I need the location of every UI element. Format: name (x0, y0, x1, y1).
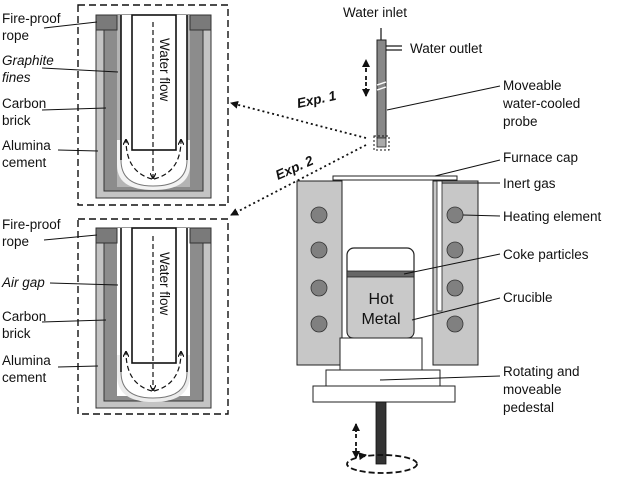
label-probe: Moveable (503, 78, 562, 93)
fireproof-rope-left (95, 227, 118, 244)
label-graphite-fines: Graphite (2, 53, 54, 68)
pedestal-top (325, 369, 441, 387)
label-carbon-brick: Carbon (2, 309, 46, 324)
label-carbon-brick: Carbon (2, 96, 46, 111)
label-alumina-cement: Alumina (2, 138, 51, 153)
inner-tube (131, 227, 177, 364)
probe-tip (121, 150, 187, 186)
heating-element (446, 206, 464, 224)
flow-arrow-left-loop (126, 140, 153, 180)
heating-element (310, 279, 328, 297)
exp1-connector (230, 100, 367, 139)
label-furnace-cap: Furnace cap (503, 150, 578, 165)
heating-element (446, 241, 464, 259)
label-air-gap: Air gap (1, 275, 45, 290)
furnace-labels: Furnace cap Inert gas Heating element Co… (503, 150, 602, 415)
label-inert-gas: Inert gas (503, 176, 556, 191)
label-pedestal: Rotating and (503, 364, 580, 379)
label-fireproof-rope: Fire-proof (2, 11, 61, 26)
water-cooled-probe (362, 28, 402, 151)
label-fireproof-rope: Fire-proof (2, 217, 61, 232)
inner-tube (131, 14, 177, 151)
rotation-arrow (346, 454, 418, 474)
exp2-label: Exp. 2 (273, 153, 316, 183)
flow-arrow-right-loop (153, 352, 181, 392)
heating-element (310, 206, 328, 224)
exp1-label: Exp. 1 (296, 88, 338, 111)
label-water-inlet: Water inlet (343, 5, 407, 20)
water-flow-label: Water flow (157, 38, 172, 102)
label-coke-particles: Coke particles (503, 247, 589, 262)
fireproof-rope-right (189, 14, 212, 31)
heating-element (446, 279, 464, 297)
detail-panel-exp2: Water flow (41, 218, 229, 415)
furnace-cap (332, 175, 458, 181)
flow-arrow-left-loop (126, 352, 153, 392)
detail-box-border (77, 4, 229, 206)
label-alumina-cement: Alumina (2, 353, 51, 368)
fireproof-rope-left (95, 14, 118, 31)
exp2-connector (230, 144, 367, 216)
flow-arrow-right-loop (153, 140, 181, 180)
probe-tip-highlight (373, 135, 390, 151)
water-flow-label: Water flow (157, 252, 172, 316)
fireproof-rope-right (189, 227, 212, 244)
crucible-support (339, 337, 423, 371)
pedestal-shaft (375, 401, 387, 465)
label-heating-element: Heating element (503, 209, 602, 224)
coke-particles-layer (346, 270, 415, 278)
label-water-outlet: Water outlet (410, 41, 483, 56)
label-hot-metal: Hot (369, 291, 394, 308)
probe-tip (121, 360, 187, 398)
heating-element (446, 315, 464, 333)
pedestal-base (312, 385, 456, 403)
label-crucible: Crucible (503, 290, 553, 305)
inert-gas-tube (436, 180, 443, 312)
heating-element (310, 315, 328, 333)
detail-panel-exp1: Water flow (41, 4, 229, 206)
detail-box-border (77, 218, 229, 415)
heating-element (310, 241, 328, 259)
